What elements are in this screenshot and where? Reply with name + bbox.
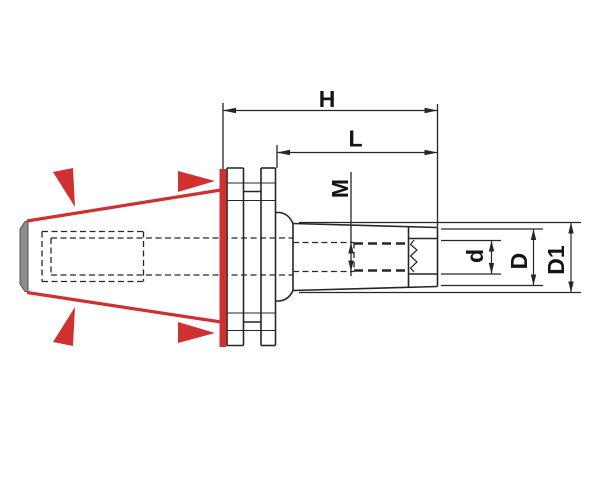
l-left-arrowhead xyxy=(277,149,290,156)
d-small-top-arrowhead xyxy=(488,240,495,252)
dimension-label-d-small: d xyxy=(462,249,488,263)
d-small-bottom-arrowhead xyxy=(488,263,495,274)
dimension-h-lines xyxy=(222,103,439,227)
d-large-top-arrowhead xyxy=(530,229,537,240)
taper-bottom-edge-highlight xyxy=(26,290,222,324)
taper-end-face xyxy=(19,221,29,292)
m-top-arrowhead xyxy=(348,242,354,254)
internal-thread-hidden-lines xyxy=(354,242,408,272)
flange-outline xyxy=(226,167,277,347)
nose-outline xyxy=(292,222,439,292)
dimension-label-d1: D1 xyxy=(543,245,569,275)
dimension-label-h: H xyxy=(319,86,336,112)
contact-arrow-bottom-left xyxy=(53,307,75,346)
h-right-arrowhead xyxy=(424,107,438,114)
d-large-bottom-arrowhead xyxy=(530,274,537,286)
dimension-l-lines xyxy=(276,145,438,168)
part-outline-group xyxy=(41,103,581,347)
m-bottom-arrowhead xyxy=(348,260,354,272)
neck-fillet-outline xyxy=(275,211,294,302)
taper-top-edge-highlight xyxy=(26,188,222,223)
dimension-label-l: L xyxy=(348,126,362,152)
dimension-d1-lines xyxy=(299,221,581,294)
d1-bottom-arrowhead xyxy=(568,281,574,293)
h-left-arrowhead xyxy=(223,107,236,114)
taper-contact-highlight-lines xyxy=(26,188,222,324)
taper-bore-hidden-lines xyxy=(41,230,293,283)
dimension-label-d-large: D xyxy=(506,253,532,270)
l-right-arrowhead xyxy=(424,149,438,156)
taper-contact-highlight-solids xyxy=(53,168,227,347)
contact-arrow-bottom-right xyxy=(178,322,215,343)
dimension-arrowheads xyxy=(223,107,574,293)
flange-groove-projection-lines xyxy=(227,182,276,332)
contact-arrow-top-right xyxy=(178,171,215,192)
dimension-label-m: M xyxy=(327,179,353,198)
contact-arrow-top-left xyxy=(53,168,75,207)
d1-top-arrowhead xyxy=(568,222,574,234)
thread-zigzag-line xyxy=(409,239,418,273)
nose-bore-hidden-lines xyxy=(293,241,355,273)
flange-face-highlight-band xyxy=(219,169,227,347)
